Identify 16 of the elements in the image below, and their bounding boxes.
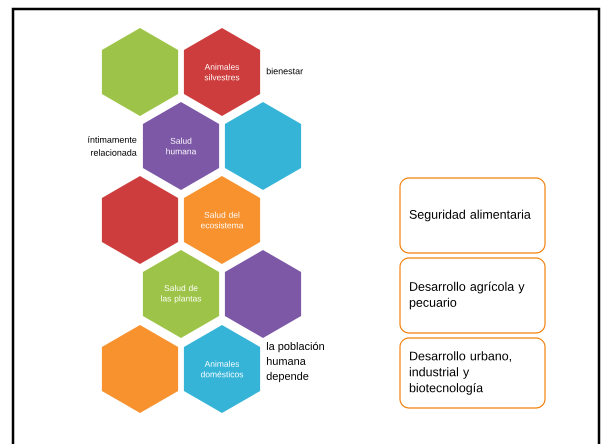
- hexagon: Animales domésticos: [184, 325, 260, 413]
- text-box: Seguridad alimentaria: [399, 177, 546, 254]
- side-text: la población humana depende: [266, 342, 324, 382]
- hexagon: Animales silvestres: [184, 28, 260, 116]
- hexagon: [102, 28, 178, 116]
- text-box: Desarrollo urbano, industrial y biotecnología: [399, 337, 546, 409]
- hexagon: Salud del ecosistema: [184, 176, 260, 264]
- hexagon: [224, 102, 302, 190]
- hexagon: [102, 325, 178, 413]
- hexagon: [102, 176, 178, 264]
- side-text: bienestar: [266, 68, 303, 74]
- side-text: íntimamente relacionada: [88, 136, 137, 156]
- hexagon: [224, 250, 302, 338]
- text-box: Desarrollo agrícola y pecuario: [399, 257, 546, 334]
- hexagon: Salud de las plantas: [142, 250, 220, 338]
- hexagon: Salud humana: [142, 102, 220, 190]
